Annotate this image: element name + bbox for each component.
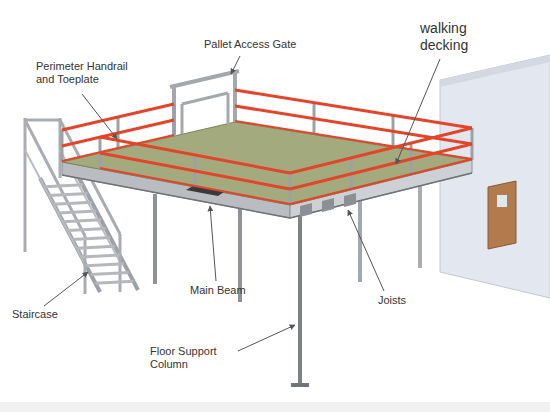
leader-line [44,272,88,306]
leader-line [231,56,240,74]
pallet-access-gate [170,71,239,136]
leader-line [396,59,440,164]
part-label: Main Beam [190,284,246,297]
part-label: walking decking [420,20,494,54]
stair-tread [95,281,133,283]
stair-tread [68,229,106,231]
deck [62,122,472,218]
leader-line [210,206,216,281]
stair-tread [82,255,120,257]
leader-line [82,94,117,139]
stair-tread [91,272,129,274]
stair-tread [45,185,83,187]
base-plate [291,383,309,387]
part-label: Perimeter Handrail and Toeplate [36,60,148,86]
stair-tread [63,220,101,222]
stair-tread [49,194,87,196]
stair-tread [86,264,124,266]
part-label: Floor Support Column [150,345,236,371]
stair-tread [54,202,92,204]
toeplate [62,121,472,204]
leader-line [238,325,295,351]
door [488,181,516,249]
leader-line [348,210,384,291]
stair-tread [77,246,115,248]
stair-tread [72,237,110,239]
staircase [25,118,138,294]
part-label: Staircase [12,308,58,321]
joists [300,193,356,217]
part-label: Joists [378,294,406,307]
ground-band [0,402,550,412]
part-label: Pallet Access Gate [204,38,296,51]
stair-tread [58,211,96,213]
